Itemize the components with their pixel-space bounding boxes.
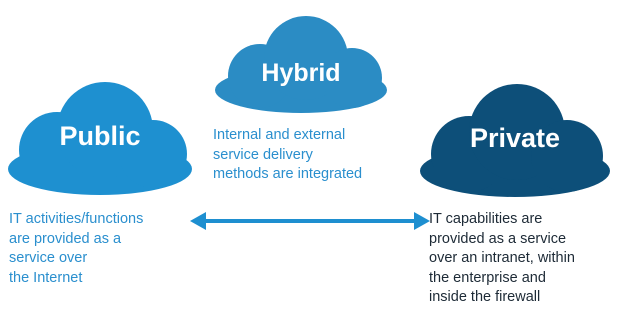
hybrid-cloud-icon	[215, 16, 387, 113]
private-description: IT capabilities are provided as a servic…	[429, 210, 575, 308]
private-description-line: IT capabilities are	[429, 211, 543, 227]
public-description-line: IT activities/functions	[9, 211, 144, 227]
public-description-line: are provided as a	[9, 230, 122, 247]
public-cloud-icon	[8, 82, 192, 195]
public-description-line: the Internet	[9, 269, 83, 286]
private-cloud-shape	[420, 84, 610, 197]
private-cloud-icon	[420, 84, 610, 197]
hybrid-description: Internal and external service delivery m…	[213, 126, 362, 185]
arrow-shaft	[202, 219, 418, 223]
hybrid-title: Hybrid	[261, 59, 341, 87]
public-cloud-shape	[8, 82, 192, 195]
double-headed-arrow-icon	[190, 212, 430, 230]
public-description: IT activities/functions are provided as …	[9, 210, 143, 288]
private-description-line: the enterprise and	[429, 269, 546, 286]
private-title: Private	[469, 123, 561, 153]
public-title: Public	[59, 121, 141, 151]
hybrid-description-line: Internal and external	[213, 127, 346, 143]
hybrid-description-line: methods are integrated	[213, 166, 363, 182]
hybrid-description-line: service delivery	[213, 146, 313, 163]
private-description-line: inside the firewall	[429, 289, 541, 305]
arrow-head-right	[414, 212, 430, 230]
private-description-line: provided as a service	[429, 230, 567, 247]
arrow-head-left	[190, 212, 206, 230]
private-description-line: over an intranet, within	[429, 250, 575, 266]
public-description-line: service over	[9, 250, 88, 266]
hybrid-cloud-shape	[215, 16, 387, 113]
